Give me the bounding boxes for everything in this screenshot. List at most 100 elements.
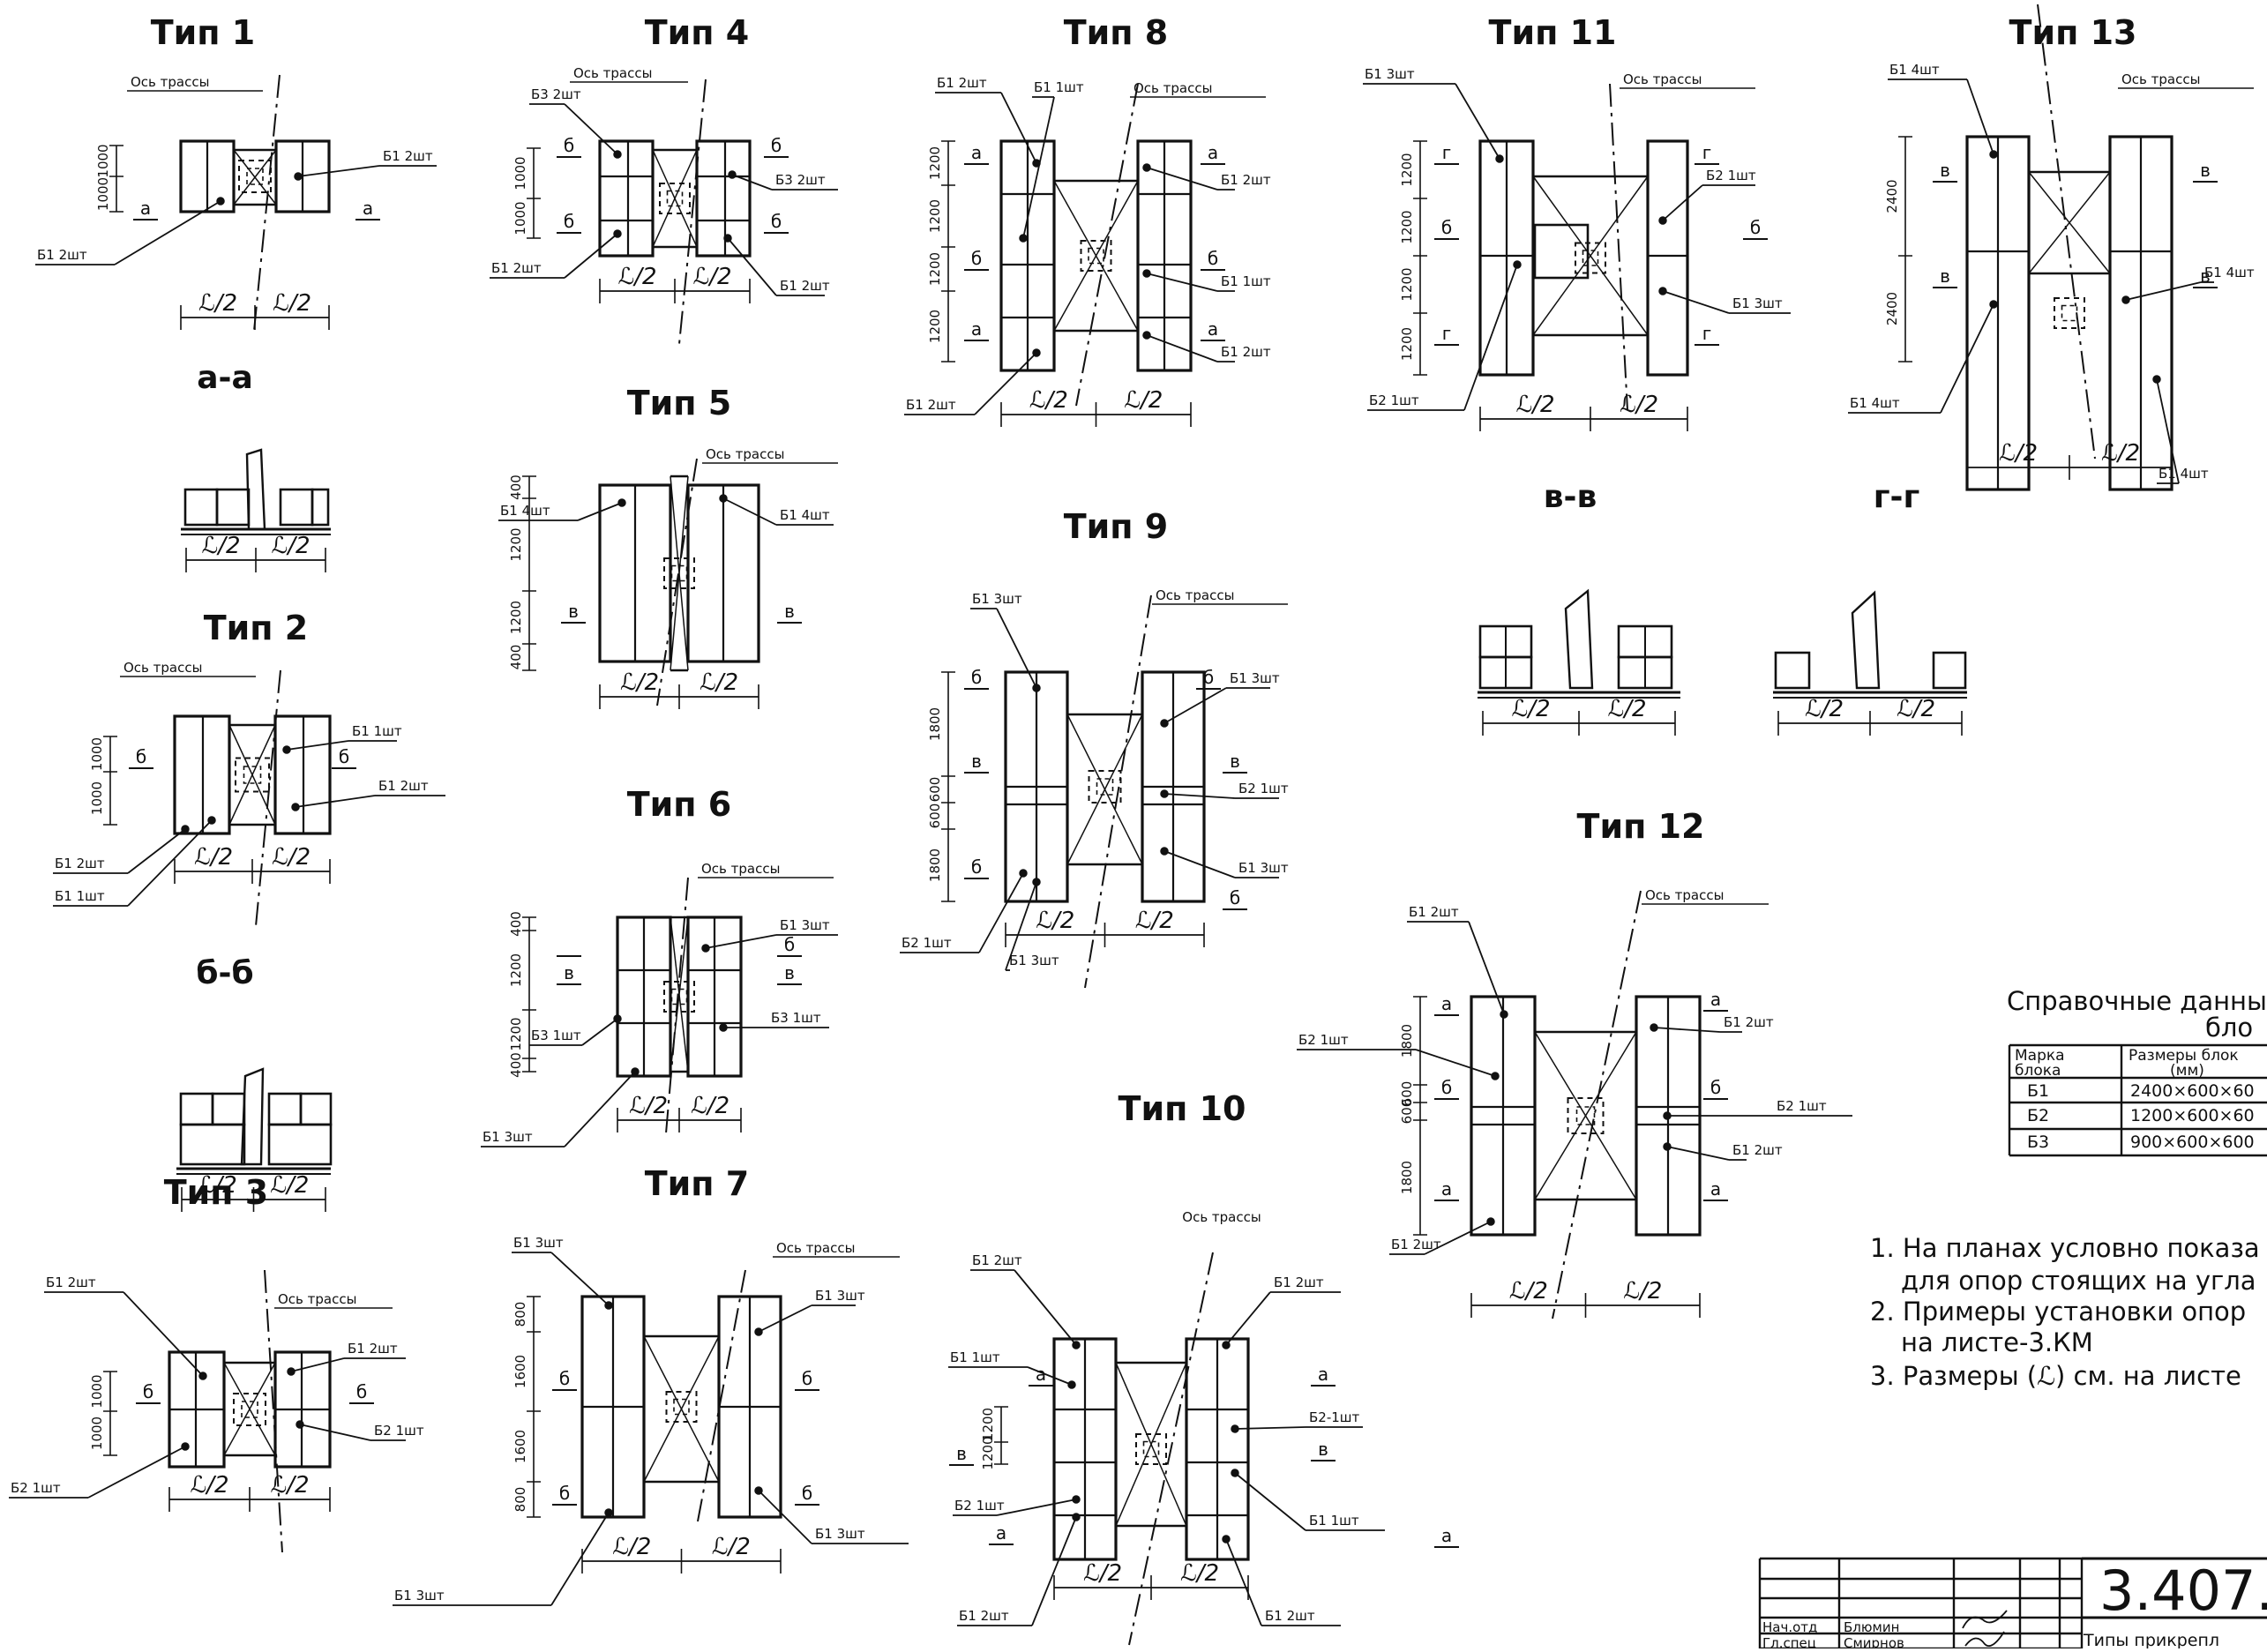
leader-line	[577, 502, 623, 521]
leader-line	[2125, 281, 2202, 301]
route-axis-line	[253, 74, 281, 332]
leader-line	[87, 1446, 186, 1499]
dimension-label: ℒ/2	[692, 264, 731, 290]
footing-dashed	[1080, 240, 1112, 272]
type-title: Тип 12	[1577, 807, 1705, 846]
leader-line	[127, 819, 213, 907]
section-mark: в	[568, 601, 579, 622]
footing-dashed	[665, 1391, 698, 1423]
footing-inner	[2061, 304, 2078, 322]
block-label: Б1 2шт	[46, 1275, 96, 1290]
leader-dot	[631, 1067, 640, 1076]
brace-line	[1066, 714, 1143, 865]
route-axis-label: Ось трассы	[776, 1240, 855, 1256]
leader-line	[1424, 1221, 1492, 1255]
footing-inner	[246, 168, 264, 185]
leader-dot	[1142, 331, 1151, 340]
note-line: на листе-3.КМ	[1901, 1327, 2093, 1357]
section-mark: в	[956, 1443, 967, 1464]
dimension-label: ℒ/2	[1135, 908, 1174, 934]
type-title: Тип 4	[645, 13, 749, 52]
leader-dot	[1019, 869, 1028, 878]
section-mark: б	[1750, 217, 1761, 238]
block-label: Б1 1шт	[352, 723, 402, 739]
leader-line	[996, 1499, 1077, 1516]
leader-dot	[1160, 789, 1169, 798]
section-mark: а	[1441, 1525, 1452, 1546]
dimension-value: 400	[508, 911, 524, 937]
section-mark: а	[1710, 1178, 1721, 1200]
note-line: для опор стоящих на угла	[1901, 1266, 2256, 1296]
leader-line	[550, 1252, 610, 1306]
block-label: Б1 3шт	[1365, 66, 1415, 82]
leader-dot	[1067, 1380, 1076, 1389]
leader-dot	[1072, 1513, 1081, 1521]
leader-line	[758, 1490, 812, 1544]
type-10-axis-caption: Ось трассы	[1182, 1209, 1261, 1225]
section-mark: б	[771, 211, 782, 232]
drawing-caption: Типы прикрепл	[2083, 1631, 2219, 1648]
block-label: Б1 2шт	[1265, 1608, 1315, 1624]
section-mark: а	[1710, 989, 1721, 1010]
section-mark: а	[1441, 1178, 1452, 1200]
dimension-label: ℒ/2	[1897, 696, 1935, 722]
block-label: Б1 3шт	[1009, 953, 1059, 968]
section-mark: а	[140, 198, 151, 219]
dimension-value: 1800	[1399, 1161, 1415, 1194]
dimension-value: 1000	[513, 201, 528, 235]
section-mark: б	[143, 1381, 153, 1402]
dimension-value: 1200	[508, 601, 524, 634]
section-block	[310, 488, 330, 527]
dimension-value: 1200	[1399, 327, 1415, 361]
table-header-size: Размеры блок	[2129, 1047, 2239, 1065]
leader-line	[295, 795, 376, 808]
block-label: Б2 1шт	[374, 1423, 424, 1439]
route-axis-label: Ось трассы	[701, 861, 780, 877]
footing-dashed	[659, 183, 691, 214]
dimension-value: 600	[927, 777, 943, 803]
block-label: Б2 1шт	[1298, 1032, 1349, 1048]
dimension-value: 1800	[927, 848, 943, 882]
leader-line	[731, 174, 773, 191]
stamp-name: Смирнов	[1844, 1635, 1904, 1648]
section-block	[267, 1092, 303, 1126]
leader-dot	[1663, 1142, 1672, 1151]
dimension-label: ℒ/2	[629, 1093, 668, 1119]
footing-dashed	[1088, 770, 1122, 804]
leader-dot	[198, 1372, 207, 1380]
route-axis-label: Ось трассы	[1623, 71, 1702, 87]
block-label: Б1 2шт	[780, 278, 830, 294]
dimension-value: 400	[508, 475, 524, 500]
table-cell-size: 2400×600×60	[2130, 1081, 2255, 1101]
block-label: Б2 1шт	[1706, 168, 1756, 183]
leader-dot	[287, 1367, 296, 1376]
leader-line	[1940, 303, 1994, 414]
section-block	[279, 488, 314, 527]
brace-line	[2028, 171, 2111, 274]
dimension-value: 1200	[508, 527, 524, 561]
leader-line	[758, 1304, 812, 1333]
footing-inner	[243, 766, 262, 784]
block-label: Б1 3шт	[483, 1129, 533, 1145]
section-block	[215, 488, 251, 527]
leader-dot	[282, 745, 291, 754]
leader-dot	[294, 172, 303, 181]
section-mark: б	[564, 211, 574, 232]
leader-line	[974, 352, 1037, 415]
section-mark: б	[559, 1368, 570, 1389]
dimension-value: 2400	[1884, 179, 1900, 213]
section-mark: б	[784, 934, 795, 955]
leader-line	[114, 200, 221, 265]
leader-line	[1146, 167, 1218, 191]
footing-inner	[1096, 778, 1114, 796]
leader-dot	[1142, 269, 1151, 278]
dimension-label: ℒ/2	[1083, 1560, 1122, 1587]
leader-dot	[1513, 260, 1522, 269]
leader-line	[123, 1291, 204, 1377]
dimension-label: ℒ/2	[2101, 440, 2140, 467]
leader-line	[1666, 1146, 1730, 1161]
section-mark: б	[1203, 667, 1214, 688]
